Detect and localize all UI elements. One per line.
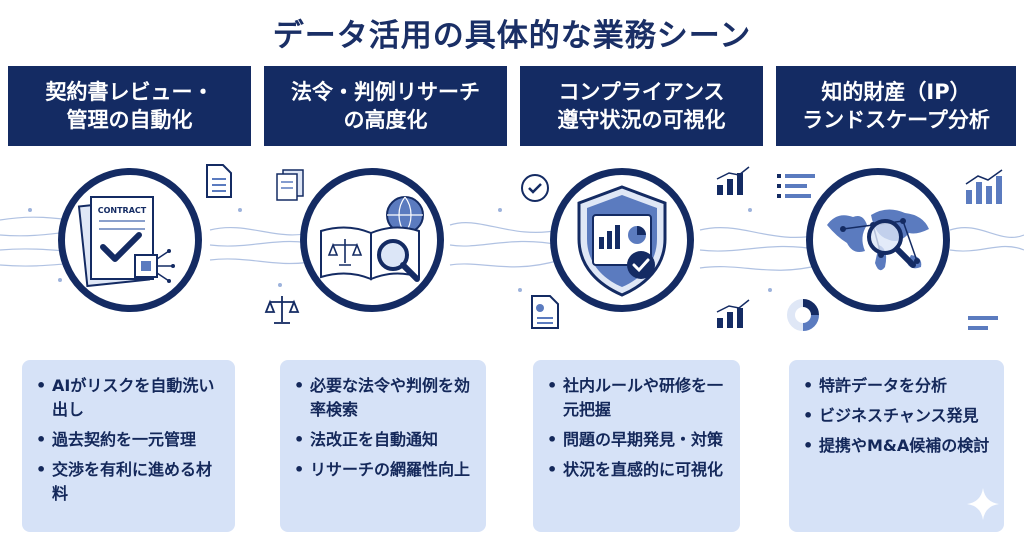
bullet-item: 問題の早期発見・対策	[547, 428, 728, 452]
bullet-item: 状況を直感的に可視化	[547, 458, 728, 482]
page-title: データ活用の具体的な業務シーン	[272, 18, 752, 54]
header-line: コンプライアンス	[558, 79, 725, 104]
document-stack-icon	[276, 169, 304, 201]
ip-landscape-card: 特許データを分析 ビジネスチャンス発見 提携やM&A候補の検討	[789, 360, 1004, 532]
compliance-card: 社内ルールや研修を一元把握 問題の早期発見・対策 状況を直感的に可視化	[533, 360, 740, 532]
bullet-item: 特許データを分析	[803, 374, 992, 398]
background-flow-lines	[0, 208, 1024, 292]
contract-circle: CONTRACT	[58, 168, 202, 312]
bullet-item: AIがリスクを自動洗い出し	[36, 374, 223, 422]
header-line: 遵守状況の可視化	[557, 108, 726, 132]
list-chart-icon	[777, 174, 815, 198]
contract-card: AIがリスクを自動洗い出し 過去契約を一元管理 交渉を有利に進める材料	[22, 360, 235, 532]
header-ip-landscape: 知的財産（IP） ランドスケープ分析	[776, 66, 1016, 146]
header-contract: 契約書レビュー・管理の自動化	[8, 66, 251, 146]
document-icon	[206, 164, 232, 198]
law-research-card: 必要な法令や判例を効率検索 法改正を自動通知 リサーチの網羅性向上	[280, 360, 486, 532]
bullet-item: 過去契約を一元管理	[36, 428, 223, 452]
report-document-icon	[531, 295, 559, 329]
header-line: 法令・判例リサーチ	[291, 79, 480, 104]
world-map-magnifier-icon	[827, 209, 929, 271]
header-line: 管理の自動化	[66, 108, 193, 132]
header-line: 契約書レビュー・	[45, 79, 214, 104]
trend-chart-icon	[965, 169, 1003, 204]
law-research-circle	[300, 168, 444, 312]
bullet-item: ビジネスチャンス発見	[803, 404, 992, 428]
contract-document-icon: CONTRACT	[77, 196, 175, 288]
bars-list-icon	[968, 316, 998, 330]
bullet-item: リサーチの網羅性向上	[294, 458, 474, 482]
checkmark-badge-icon	[521, 174, 549, 202]
bullet-item: 社内ルールや研修を一元把握	[547, 374, 728, 422]
bullet-item: 必要な法令や判例を効率検索	[294, 374, 474, 422]
scales-icon	[264, 296, 300, 324]
law-book-magnifier-icon	[320, 196, 424, 282]
donut-chart-icon	[787, 299, 819, 331]
contract-label: CONTRACT	[98, 206, 147, 215]
bar-chart-icon	[716, 166, 750, 195]
header-line: 知的財産（IP）	[821, 79, 971, 104]
bullet-item: 法改正を自動通知	[294, 428, 474, 452]
header-line: ランドスケープ分析	[802, 108, 990, 132]
shield-dashboard-icon	[577, 185, 667, 297]
ip-landscape-circle	[806, 168, 950, 312]
compliance-circle	[550, 168, 694, 312]
header-line: の高度化	[343, 108, 428, 132]
bullet-item: 提携やM&A候補の検討	[803, 434, 992, 458]
header-law-research: 法令・判例リサーチの高度化	[264, 66, 507, 146]
growth-chart-icon	[716, 299, 750, 328]
bullet-item: 交渉を有利に進める材料	[36, 458, 223, 506]
sparkle-icon	[967, 488, 999, 520]
header-compliance: コンプライアンス遵守状況の可視化	[520, 66, 763, 146]
